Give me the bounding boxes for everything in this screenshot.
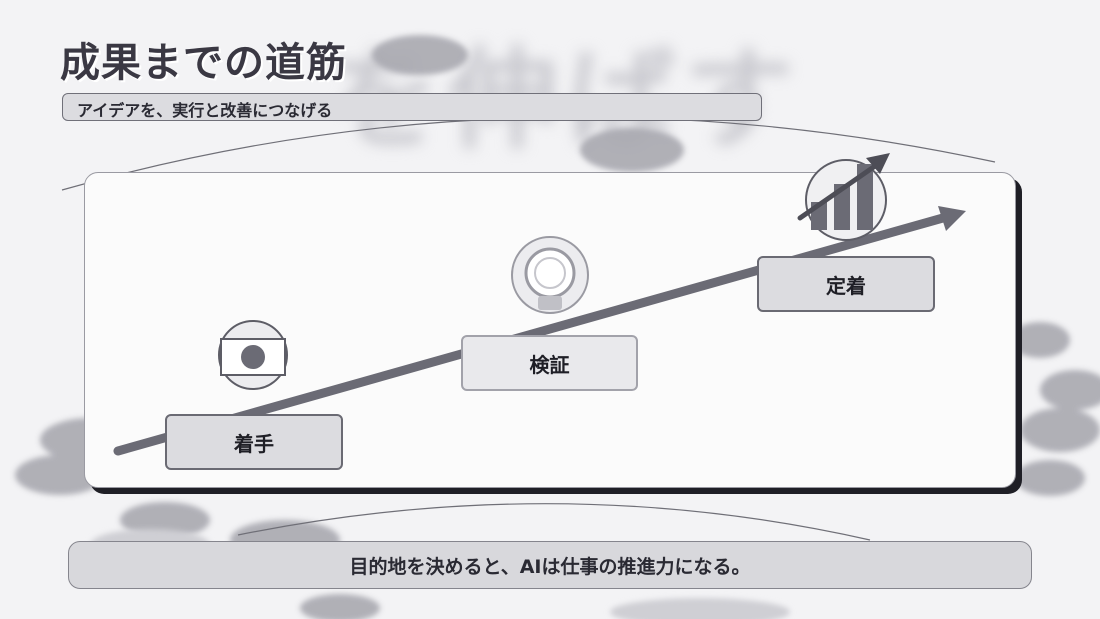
lightbulb-icon [511, 236, 589, 314]
subtitle-bar: アイデアを、実行と改善につなげる [62, 93, 762, 121]
footer-message-bar: 目的地を決めると、AIは仕事の推進力になる。 [68, 541, 1032, 589]
step-label: 着手 [234, 431, 274, 456]
target-icon [218, 320, 288, 390]
page-title: 成果までの道筋 [60, 40, 347, 86]
step-box-establish: 定着 [757, 256, 935, 312]
step-box-start: 着手 [165, 414, 343, 470]
step-box-verify: 検証 [461, 335, 638, 391]
step-label: 定着 [826, 273, 866, 298]
step-label: 検証 [529, 352, 570, 377]
growth-chart-icon [797, 153, 890, 241]
footer-message: 目的地を決めると、AIは仕事の推進力になる。 [349, 555, 751, 578]
subtitle-text: アイデアを、実行と改善につなげる [77, 101, 333, 120]
